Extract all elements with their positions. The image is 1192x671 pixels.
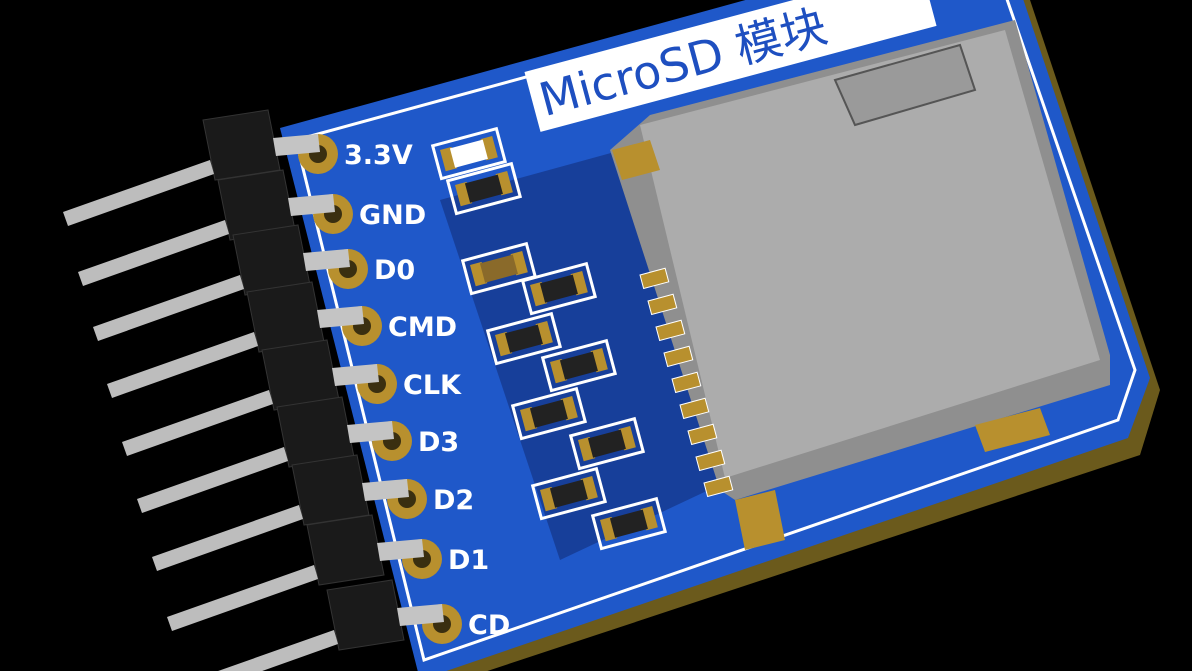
- smd-body: [464, 174, 503, 203]
- pin-bend: [362, 479, 409, 501]
- slot-contact: [663, 345, 694, 368]
- header-block: [306, 514, 385, 586]
- silk-box: [520, 261, 598, 316]
- smd-body: [539, 274, 578, 303]
- header-block: [326, 579, 405, 651]
- silk-box: [590, 496, 668, 551]
- smd-component: [540, 338, 618, 393]
- pin-label: D3: [418, 427, 459, 458]
- header-pin: [107, 332, 258, 398]
- pin-label: D1: [448, 545, 489, 576]
- slot-contact: [655, 319, 686, 342]
- smd-component: [530, 466, 608, 521]
- sd-card-slot: [640, 30, 1100, 478]
- header-block: [276, 396, 355, 468]
- header-block: [291, 454, 370, 526]
- slot-contacts: [639, 267, 734, 498]
- silk-box: [510, 386, 588, 441]
- smd-body: [549, 479, 588, 508]
- slot-contact: [695, 449, 726, 472]
- pin-label: CD: [468, 610, 510, 641]
- pin-label: GND: [359, 200, 426, 231]
- header-pin: [63, 160, 214, 226]
- silk-box: [445, 161, 523, 216]
- header-block: [202, 109, 281, 181]
- slot-pad: [975, 408, 1050, 452]
- pin-d0-group: D0: [93, 224, 415, 341]
- pin-label: D2: [433, 485, 474, 516]
- smd-body: [449, 139, 488, 168]
- header-pin: [78, 220, 229, 286]
- pin-label: CMD: [388, 312, 457, 343]
- smd-body: [609, 509, 648, 538]
- pin-cmd-group: CMD: [107, 281, 457, 398]
- header-pin: [152, 505, 303, 571]
- pin-bend: [332, 364, 379, 386]
- header-pin: [137, 447, 288, 513]
- pin-d2-group: D2: [152, 454, 474, 571]
- pin-cd-group: CD: [218, 579, 510, 671]
- header-pin: [218, 630, 338, 671]
- smd-component: [590, 496, 668, 551]
- pin-gnd-group: GND: [78, 169, 426, 286]
- slot-latch: [833, 43, 977, 127]
- smd-component: [510, 386, 588, 441]
- header-pin: [167, 565, 318, 631]
- silk-box: [568, 416, 646, 471]
- pin-bend: [397, 604, 444, 626]
- slot-contact: [703, 475, 734, 498]
- smd-component: [460, 241, 538, 296]
- slot-contact: [671, 371, 702, 394]
- slot-contact: [687, 423, 718, 446]
- slot-contact: [647, 293, 678, 316]
- header-pin: [93, 275, 244, 341]
- pin-bend: [273, 134, 320, 156]
- smd-component: [520, 261, 598, 316]
- pin-bend: [303, 249, 350, 271]
- silk-box: [485, 311, 563, 366]
- slot-pad: [612, 140, 660, 180]
- silk-box: [460, 241, 538, 296]
- pin-bend: [288, 194, 335, 216]
- silk-box: [540, 338, 618, 393]
- smd-components: [430, 126, 668, 551]
- smd-component: [568, 416, 646, 471]
- smd-component: [445, 161, 523, 216]
- smd-component: [430, 126, 508, 181]
- pin-label: 3.3V: [344, 140, 413, 171]
- pin-d1-group: D1: [167, 514, 489, 631]
- pin-label: CLK: [403, 370, 462, 401]
- smd-body: [479, 254, 518, 283]
- smd-body: [529, 399, 568, 428]
- smd-body: [559, 351, 598, 380]
- pin-33v-group: 3.3V: [63, 109, 413, 226]
- pin-d3-group: D3: [137, 396, 459, 513]
- slot-contact: [639, 267, 670, 290]
- pin-bend: [317, 306, 364, 328]
- silk-outline: [294, 0, 1137, 662]
- smd-body: [587, 429, 626, 458]
- slot-contact: [679, 397, 710, 420]
- pin-bend: [347, 421, 394, 443]
- slot-pad: [735, 490, 785, 550]
- header-block: [246, 281, 325, 353]
- smd-body: [504, 324, 543, 353]
- silk-box: [530, 466, 608, 521]
- smd-component: [485, 311, 563, 366]
- pin-bend: [377, 539, 424, 561]
- silk-box: [430, 126, 508, 181]
- pin-label: D0: [374, 255, 415, 286]
- header-pin: [122, 390, 273, 456]
